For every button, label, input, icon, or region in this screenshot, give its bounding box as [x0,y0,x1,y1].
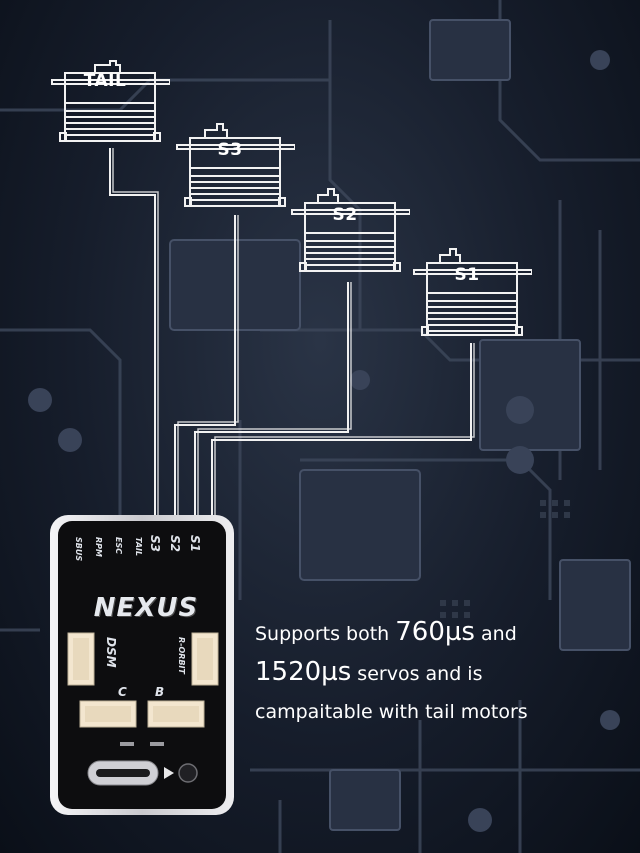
port-label-tail: TAIL [134,537,143,557]
b-port-label: B [155,685,165,699]
caption-highlight: 760µs [395,617,475,647]
bind-button [178,763,198,783]
caption-line-3: campaitable with tail motors [255,701,528,723]
servo-outline-icon [413,248,533,336]
caption-line-2: 1520µs servos and is [255,653,625,693]
servo-s2: S2 [290,185,411,289]
servo-s1: S1 [412,245,533,349]
servo-label: S3 [217,140,243,160]
wire-s2 [194,282,349,520]
wire-s1 [211,343,472,520]
port-label-rpm: RPM [94,537,103,557]
caption-text: and [474,623,517,645]
port-label-s2: S2 [168,535,182,552]
caption-highlight: 1520µs [255,657,352,687]
caption-text: servos and is [351,663,483,685]
port-label-sbus: SBUS [74,537,83,562]
rorbit-label: R-ORBIT [177,637,186,674]
servo-outline-icon [176,123,296,207]
caption-line-1: Supports both 760µs and [255,613,625,653]
play-arrow-icon [164,767,174,779]
c-port-label: C [118,685,127,699]
servo-s3: S3 [175,120,296,224]
nexus-flight-controller: S1 S2 S3 TAIL ESC RPM SBUS NEXUS DSM R-O… [50,515,234,815]
servo-label: S1 [454,265,480,285]
port-label-esc: ESC [114,537,123,555]
brand-logo: NEXUS [93,593,199,623]
servo-outline-icon [291,188,411,272]
dsm-label: DSM [104,637,118,668]
device-body [50,515,234,815]
servo-label: TAIL [83,71,127,91]
caption-text: Supports both [255,623,396,645]
feature-caption: Supports both 760µs and 1520µs servos an… [255,613,625,731]
port-label-s1: S1 [188,535,202,552]
port-label-s3: S3 [148,535,162,552]
wire-s3 [174,215,236,520]
servo-label: S2 [332,205,358,225]
servo-tail: TAIL [50,55,171,159]
servo-outline-icon [51,60,171,142]
wire-tail [109,148,156,520]
